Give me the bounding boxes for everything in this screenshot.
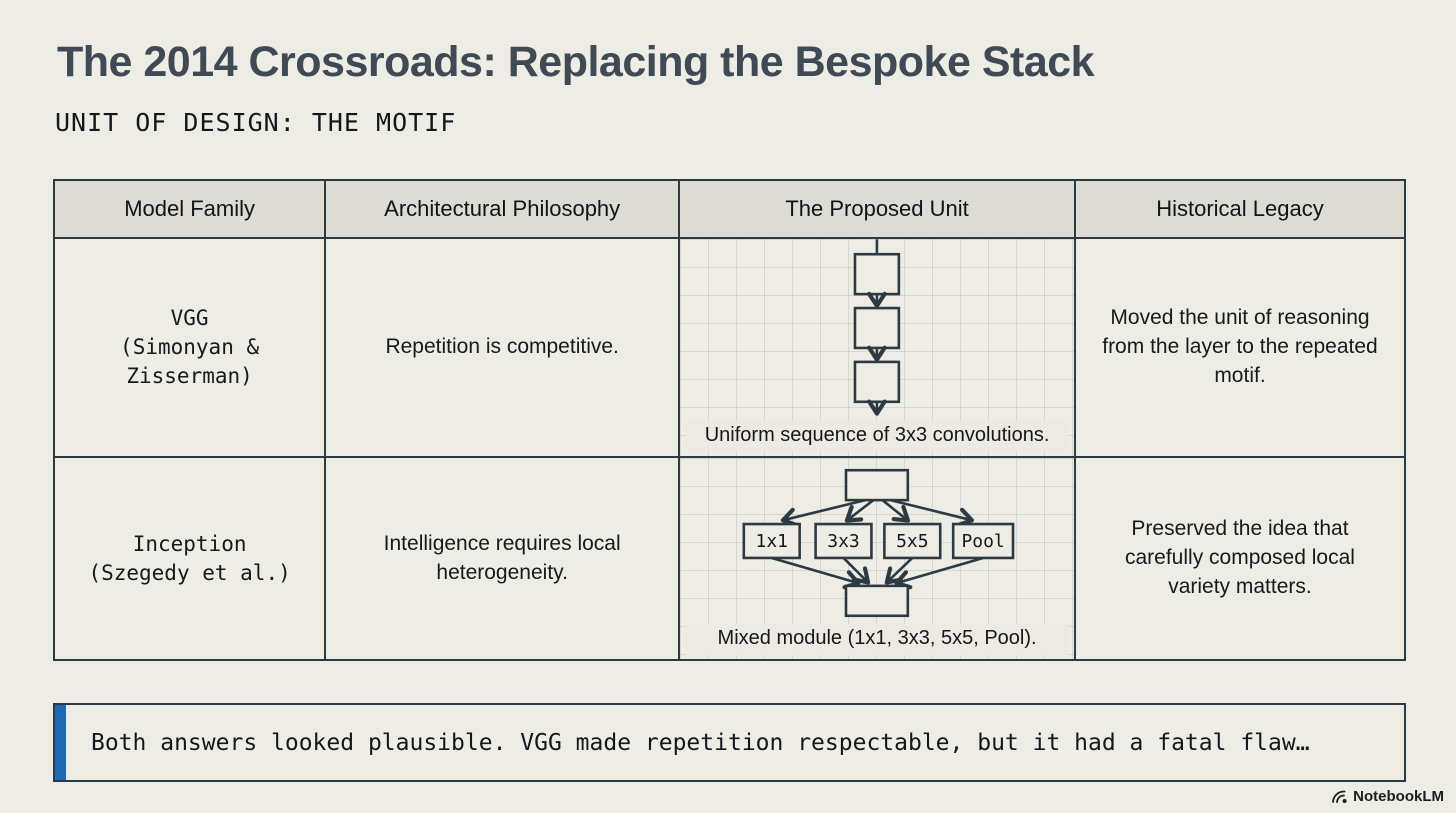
- inception-unit-diagram-cell: 1x1 3x3 5x5 Pool Mixed module (1x1, 3x3,…: [680, 458, 1076, 659]
- inception-module-diagram: 1x1 3x3 5x5 Pool: [742, 468, 1015, 618]
- vgg-model-family-cell: VGG (Simonyan & Zisserman): [55, 239, 327, 456]
- page-subtitle: UNIT OF DESIGN: THE MOTIF: [55, 108, 457, 137]
- callout-box: Both answers looked plausible. VGG made …: [53, 703, 1406, 782]
- inception-branch-label-5x5: 5x5: [896, 531, 928, 552]
- notebooklm-brand: NotebookLM: [1331, 788, 1444, 805]
- callout-text: Both answers looked plausible. VGG made …: [91, 729, 1310, 756]
- column-header-proposed-unit: The Proposed Unit: [680, 181, 1076, 237]
- inception-philosophy-cell: Intelligence requires local heterogeneit…: [326, 458, 681, 659]
- column-header-historical-legacy: Historical Legacy: [1156, 196, 1324, 221]
- page-title: The 2014 Crossroads: Replacing the Bespo…: [57, 38, 1095, 86]
- inception-legacy-cell: Preserved the idea that carefully compos…: [1125, 517, 1355, 598]
- vgg-unit-caption: Uniform sequence of 3x3 convolutions.: [686, 421, 1068, 452]
- inception-branch-label-pool: Pool: [962, 531, 1005, 552]
- comparison-table: Model Family Architectural Philosophy Th…: [53, 179, 1406, 661]
- column-header-architectural-philosophy: Architectural Philosophy: [326, 181, 681, 237]
- column-header-model-family: Model Family: [55, 181, 327, 237]
- vgg-unit-diagram-cell: Uniform sequence of 3x3 convolutions.: [680, 239, 1076, 456]
- inception-model-family-cell: Inception (Szegedy et al.): [55, 458, 327, 659]
- inception-branch-label-1x1: 1x1: [756, 531, 788, 552]
- vgg-sequence-diagram: [853, 239, 901, 416]
- inception-branch-label-3x3: 3x3: [827, 531, 859, 552]
- table-header-row: Model Family Architectural Philosophy Th…: [55, 181, 1404, 239]
- callout-accent-bar: [55, 705, 66, 780]
- vgg-philosophy-cell: Repetition is competitive.: [326, 239, 681, 456]
- inception-unit-caption: Mixed module (1x1, 3x3, 5x5, Pool).: [686, 624, 1068, 655]
- notebooklm-icon: [1331, 789, 1348, 804]
- table-row-vgg: VGG (Simonyan & Zisserman) Repetition is…: [55, 239, 1404, 458]
- notebooklm-label: NotebookLM: [1353, 788, 1444, 805]
- table-row-inception: Inception (Szegedy et al.) Intelligence …: [55, 458, 1404, 659]
- vgg-legacy-cell: Moved the unit of reasoning from the lay…: [1102, 306, 1378, 387]
